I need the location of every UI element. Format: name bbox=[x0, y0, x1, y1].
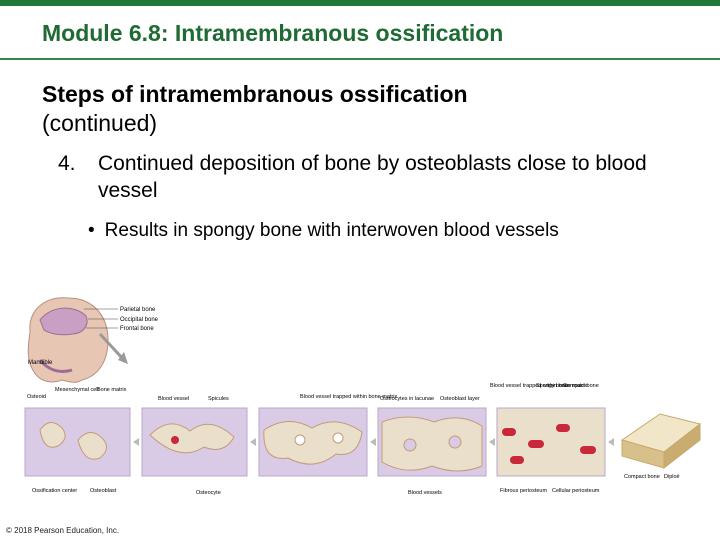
p5-compact-bone: Compact bone bbox=[563, 383, 599, 389]
p2-spicules: Spicules bbox=[208, 396, 229, 402]
copyright: © 2018 Pearson Education, Inc. bbox=[6, 526, 120, 535]
arrow-1-2 bbox=[133, 438, 139, 446]
p5-fibrous-periosteum: Fibrous periosteum bbox=[500, 488, 547, 494]
panel-1-matrix bbox=[39, 422, 66, 448]
arrow-5-6 bbox=[608, 438, 614, 446]
p4-osteoblast-layer: Osteoblast layer bbox=[440, 396, 480, 402]
panel-5-vessel-4 bbox=[580, 446, 596, 454]
panel-2-vessel bbox=[171, 436, 179, 444]
p1-ossification-center: Ossification center bbox=[32, 488, 77, 494]
panel-3-matrix bbox=[263, 421, 363, 465]
panel-5-vessel-2 bbox=[528, 440, 544, 448]
panel-3-cavity-2 bbox=[332, 432, 344, 444]
p2-osteocyte: Osteocyte bbox=[196, 490, 221, 496]
p3-trapped-vessel: Blood vessel trapped within bone matrix bbox=[300, 394, 397, 400]
p4-osteocytes: Osteocytes in lacunae bbox=[380, 396, 434, 402]
step-4: 4. Continued deposition of bone by osteo… bbox=[58, 150, 698, 204]
heading-bold: Steps of intramembranous ossification bbox=[42, 81, 468, 107]
skull-label-occipital: Occipital bone bbox=[120, 317, 159, 323]
mandible-bone bbox=[38, 359, 73, 374]
step-number: 4. bbox=[58, 152, 76, 175]
panel-3: Blood vessel trapped within bone matrix bbox=[258, 394, 397, 477]
title-rule bbox=[0, 58, 720, 60]
sub-bullet: • Results in spongy bone with interwoven… bbox=[88, 220, 559, 242]
ossification-figure: Parietal bone Occipital bone Frontal bon… bbox=[24, 297, 702, 496]
panel-6-bone-edge bbox=[663, 422, 701, 470]
p2-blood-vessel: Blood vessel bbox=[158, 396, 189, 402]
panel-3-cavity bbox=[294, 434, 306, 446]
panel-5-vessel-5 bbox=[510, 456, 524, 464]
skull-label-mandible: Mandible bbox=[28, 360, 53, 366]
fetal-skull-bone bbox=[39, 307, 88, 336]
skull-arrow-head bbox=[118, 352, 128, 364]
panel-5-vessel-1 bbox=[502, 428, 516, 436]
panel-1: Osteoid Mesenchymal cell Bone matrix Oss… bbox=[24, 387, 131, 494]
panel-6: Compact bone Diploë bbox=[620, 413, 702, 480]
p1-bone-matrix: Bone matrix bbox=[97, 387, 127, 393]
skull-illustration: Parietal bone Occipital bone Frontal bon… bbox=[27, 297, 159, 383]
step-text: Continued deposition of bone by osteobla… bbox=[98, 152, 647, 202]
p1-mesenchymal: Mesenchymal cell bbox=[55, 387, 99, 393]
skull-arrow bbox=[98, 332, 126, 362]
arrow-3-4 bbox=[370, 438, 376, 446]
title-accent-bar bbox=[0, 0, 720, 6]
skull-label-parietal: Parietal bone bbox=[120, 307, 156, 313]
panel-5-tissue bbox=[496, 407, 606, 477]
p4-blood-vessels: Blood vessels bbox=[408, 490, 442, 496]
panel-1-matrix-2 bbox=[77, 432, 107, 460]
panel-5: Blood vessel trapped within bone matrix … bbox=[490, 383, 606, 494]
panel-2: Blood vessel Spicules Osteocyte bbox=[141, 396, 248, 496]
bullet-symbol: • bbox=[88, 220, 95, 241]
p1-osteoid: Osteoid bbox=[27, 394, 46, 400]
module-title: Module 6.8: Intramembranous ossification bbox=[42, 20, 504, 46]
bullet-text: Results in spongy bone with interwoven b… bbox=[104, 220, 559, 241]
panel-4: Osteocytes in lacunae Osteoblast layer B… bbox=[377, 396, 487, 496]
p5-spongy-bone: Spongy bone bbox=[536, 383, 568, 389]
panel-2-spicules bbox=[149, 423, 235, 454]
panel-5-vessel-3 bbox=[556, 424, 570, 432]
p6-diploe: Diploë bbox=[664, 474, 680, 480]
panel-4-space bbox=[403, 438, 417, 452]
p5-cellular-periosteum: Cellular periosteum bbox=[552, 488, 600, 494]
slide-heading: Steps of intramembranous ossification (c… bbox=[42, 80, 682, 138]
panel-1-tissue bbox=[24, 407, 131, 477]
skull-label-frontal: Frontal bone bbox=[120, 326, 154, 332]
p1-osteoblast: Osteoblast bbox=[90, 488, 117, 494]
panel-4-space-2 bbox=[448, 435, 462, 449]
p5-trapped-vessel: Blood vessel trapped within bone matrix bbox=[490, 383, 587, 389]
panel-4-matrix bbox=[381, 416, 483, 472]
p6-compact-bone: Compact bone bbox=[624, 474, 660, 480]
heading-continued: (continued) bbox=[42, 110, 158, 136]
arrow-4-5 bbox=[489, 438, 495, 446]
arrow-2-3 bbox=[250, 438, 256, 446]
